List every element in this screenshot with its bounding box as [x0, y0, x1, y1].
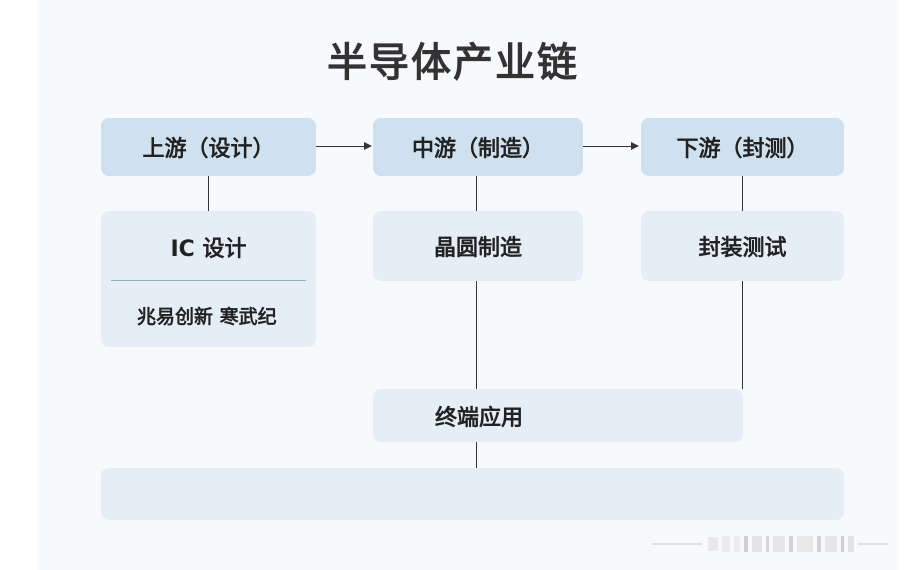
terminal-application-box: 终端应用 — [373, 389, 743, 442]
downstream-content-box: 封装测试 — [641, 211, 844, 281]
connector-terminal-to-bottom — [476, 442, 477, 468]
midstream-content-box: 晶圆制造 — [373, 211, 583, 281]
arrowhead-midstream-to-downstream — [631, 142, 639, 150]
connector-upstream — [208, 176, 209, 211]
upstream-divider — [111, 280, 306, 281]
connector-midstream — [476, 176, 477, 211]
upstream-content-box: IC 设计 兆易创新 寒武纪 — [101, 211, 316, 347]
upstream-content-title: IC 设计 — [170, 237, 247, 262]
arrowhead-upstream-to-midstream — [364, 142, 372, 150]
arrow-midstream-to-downstream — [583, 146, 635, 147]
connector-downstream — [742, 176, 743, 211]
downstream-header: 下游（封测） — [641, 118, 844, 176]
midstream-header: 中游（制造） — [373, 118, 583, 176]
midstream-content-title: 晶圆制造 — [433, 236, 522, 261]
bottom-bar — [101, 468, 844, 520]
page-title: 半导体产业链 — [327, 40, 579, 86]
watermark-logo — [652, 536, 888, 552]
upstream-companies: 兆易创新 寒武纪 — [137, 306, 277, 328]
upstream-header: 上游（设计） — [101, 118, 316, 176]
downstream-content-title: 封装测试 — [698, 236, 787, 261]
connector-midstream-to-terminal — [476, 281, 477, 389]
terminal-application-label: 终端应用 — [435, 405, 524, 431]
arrow-upstream-to-midstream — [316, 146, 368, 147]
connector-downstream-to-terminal — [742, 281, 743, 389]
